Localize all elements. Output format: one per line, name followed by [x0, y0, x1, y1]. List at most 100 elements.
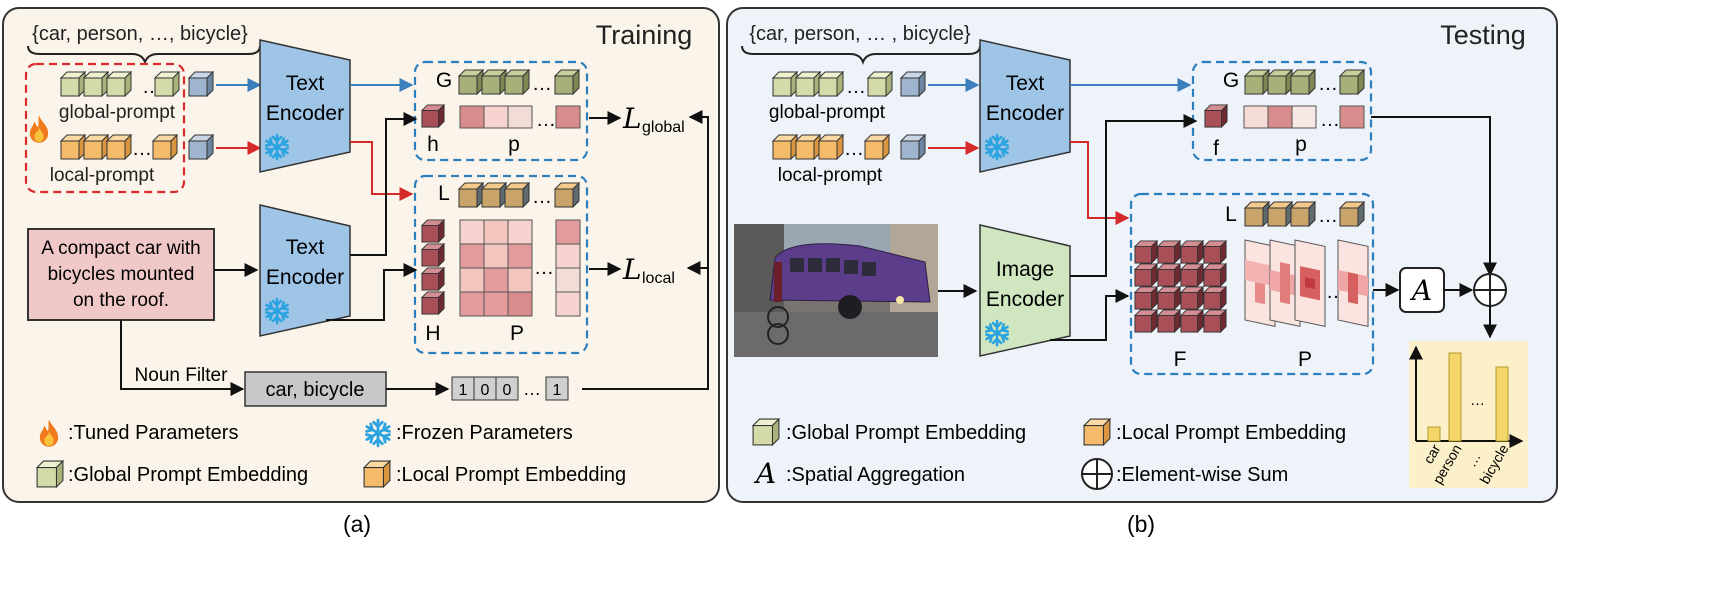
label-f: f	[1213, 137, 1219, 160]
panel-b-legend: :Global Prompt Embedding :Local Prompt E…	[752, 418, 1346, 490]
text-encoder: Text Encoder	[979, 39, 1071, 173]
label-h: h	[427, 133, 439, 156]
p-similarity-row: …	[459, 105, 581, 131]
svg-text::Global Prompt Embedding: :Global Prompt Embedding	[68, 464, 308, 486]
svg-text:0: 0	[481, 382, 490, 399]
local-prompt-features: …	[458, 182, 580, 208]
class-set-brace	[741, 45, 981, 65]
svg-text::Global Prompt Embedding: :Global Prompt Embedding	[786, 422, 1026, 444]
learnable-prompt-group	[24, 62, 186, 194]
svg-text::Local Prompt Embedding: :Local Prompt Embedding	[396, 464, 626, 486]
svg-text:Text: Text	[286, 72, 325, 95]
svg-text::Tuned Parameters: :Tuned Parameters	[68, 422, 238, 444]
multi-hot-label-vector: 1 0 0 … 1	[451, 376, 569, 401]
svg-text:Text: Text	[286, 236, 325, 259]
svg-text:1: 1	[459, 382, 468, 399]
svg-text:Encoder: Encoder	[986, 288, 1064, 311]
svg-text:…: …	[844, 138, 864, 160]
image-encoder: Image Encoder	[979, 224, 1071, 357]
loss-global: L global	[622, 102, 685, 136]
svg-text:…: …	[532, 186, 552, 208]
svg-text:…: …	[1318, 73, 1338, 95]
svg-text:L: L	[622, 102, 642, 135]
svg-text:global: global	[642, 119, 685, 136]
svg-text::Spatial Aggregation: :Spatial Aggregation	[786, 464, 965, 486]
local-prompt-label: local-prompt	[778, 165, 883, 186]
f-feature	[1204, 104, 1228, 128]
global-embedding-cube-icon	[752, 418, 780, 446]
h-feature	[421, 104, 445, 128]
svg-text:A compact car with: A compact car with	[41, 238, 200, 259]
local-prompt-features: …	[1244, 201, 1365, 227]
panel-a-title: Training	[596, 20, 693, 50]
svg-text:Encoder: Encoder	[986, 102, 1064, 125]
class-set-label: {car, person, … , bicycle}	[749, 23, 971, 45]
noun-result-box: car, bicycle	[244, 371, 387, 407]
loss-local: L local	[622, 253, 675, 287]
global-embedding-cube-icon	[36, 460, 64, 488]
caption-sentence-box: A compact car with bicycles mounted on t…	[27, 228, 215, 321]
global-prompt-row: …	[60, 71, 214, 98]
label-H: H	[425, 322, 440, 345]
aggregation-symbol-icon: A	[753, 457, 776, 490]
local-prompt-row: …	[60, 134, 214, 160]
global-prompt-features: …	[458, 69, 580, 95]
global-prompt-features: …	[1244, 69, 1365, 95]
local-embedding-cube-icon	[1083, 418, 1111, 446]
svg-text::Frozen Parameters: :Frozen Parameters	[396, 422, 573, 444]
svg-text:local: local	[642, 270, 675, 287]
local-embedding-cube-icon	[363, 460, 391, 488]
panel-b: Testing {car, person, … , bicycle} … glo…	[726, 7, 1558, 503]
label-P: P	[510, 322, 524, 345]
output-score-chart: … car person … bicycle	[1409, 341, 1528, 488]
svg-text:…: …	[1320, 109, 1340, 131]
noun-filter-label: Noun Filter	[135, 365, 229, 386]
svg-text::Element-wise Sum: :Element-wise Sum	[1116, 464, 1288, 486]
label-G: G	[436, 69, 452, 92]
local-prompt-row: …	[772, 134, 926, 160]
svg-text:…: …	[532, 73, 552, 95]
label-L: L	[438, 182, 450, 205]
svg-text:Text: Text	[1006, 72, 1045, 95]
svg-text:…: …	[523, 379, 541, 399]
panel-a-legend: :Tuned Parameters :Frozen Parameters :Gl…	[36, 418, 626, 488]
global-features-box	[1191, 60, 1373, 162]
svg-text:…: …	[1318, 205, 1338, 227]
panel-b-title: Testing	[1440, 20, 1526, 50]
svg-text:L: L	[622, 253, 642, 286]
svg-text:…: …	[846, 76, 866, 98]
panel-a-caption: (a)	[343, 511, 371, 537]
label-L: L	[1225, 203, 1237, 226]
svg-text:Encoder: Encoder	[266, 266, 344, 289]
local-prompt-label: local-prompt	[50, 165, 155, 186]
spatial-aggregation-node: A	[1399, 267, 1445, 313]
global-prompt-label: global-prompt	[59, 102, 176, 123]
label-P: P	[1298, 348, 1312, 371]
local-features-box	[1129, 192, 1375, 376]
svg-text:…: …	[1470, 392, 1485, 409]
P-similarity-maps: …	[1244, 239, 1369, 327]
svg-text:…: …	[534, 257, 554, 279]
label-p: p	[1295, 133, 1307, 156]
svg-text:bicycles mounted: bicycles mounted	[48, 264, 195, 285]
text-encoder-top: Text Encoder	[259, 39, 351, 173]
svg-text:on the roof.: on the roof.	[73, 290, 169, 311]
input-image	[734, 224, 938, 357]
element-wise-sum-node	[1473, 273, 1507, 307]
svg-text:…: …	[1463, 450, 1484, 470]
sum-symbol-icon	[1081, 458, 1113, 490]
svg-text:Image: Image	[996, 258, 1054, 281]
svg-text:A: A	[1409, 274, 1432, 307]
class-set-brace	[27, 45, 261, 65]
P-similarity-matrix	[459, 219, 581, 317]
svg-text:1: 1	[553, 382, 562, 399]
label-p: p	[508, 133, 520, 156]
svg-text:…: …	[132, 138, 152, 160]
panel-b-caption: (b)	[1127, 511, 1155, 537]
svg-text:Encoder: Encoder	[266, 102, 344, 125]
label-G: G	[1223, 69, 1239, 92]
global-prompt-row: …	[772, 71, 926, 98]
label-F: F	[1174, 348, 1187, 371]
global-prompt-label: global-prompt	[769, 102, 886, 123]
